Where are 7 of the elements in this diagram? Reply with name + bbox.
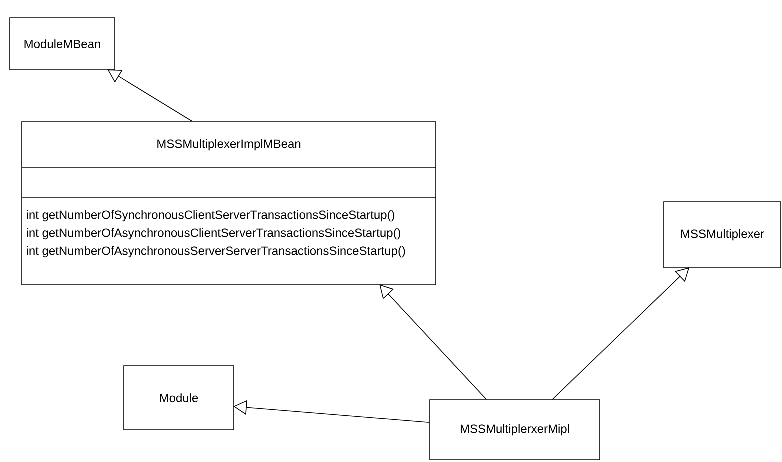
class-box: ModuleMBean: [10, 18, 116, 70]
class-box: MSSMultiplerxerMipl: [430, 400, 600, 460]
generalization-arrow: [108, 70, 193, 122]
class-box: Module: [124, 366, 234, 430]
class-box: MSSMultiplexerImplMBean int getNumberOfSynchronousClientServerTransactionsSinceStartup() int getNumberOfAsynchronousClientServerTransactionsSinceStartup() int getNumberOfAsynchronousServerServerTransactionsSinceStartup(): [22, 122, 436, 286]
class-box: MSSMultiplexer: [664, 202, 782, 268]
generalization-arrow: [380, 284, 487, 400]
